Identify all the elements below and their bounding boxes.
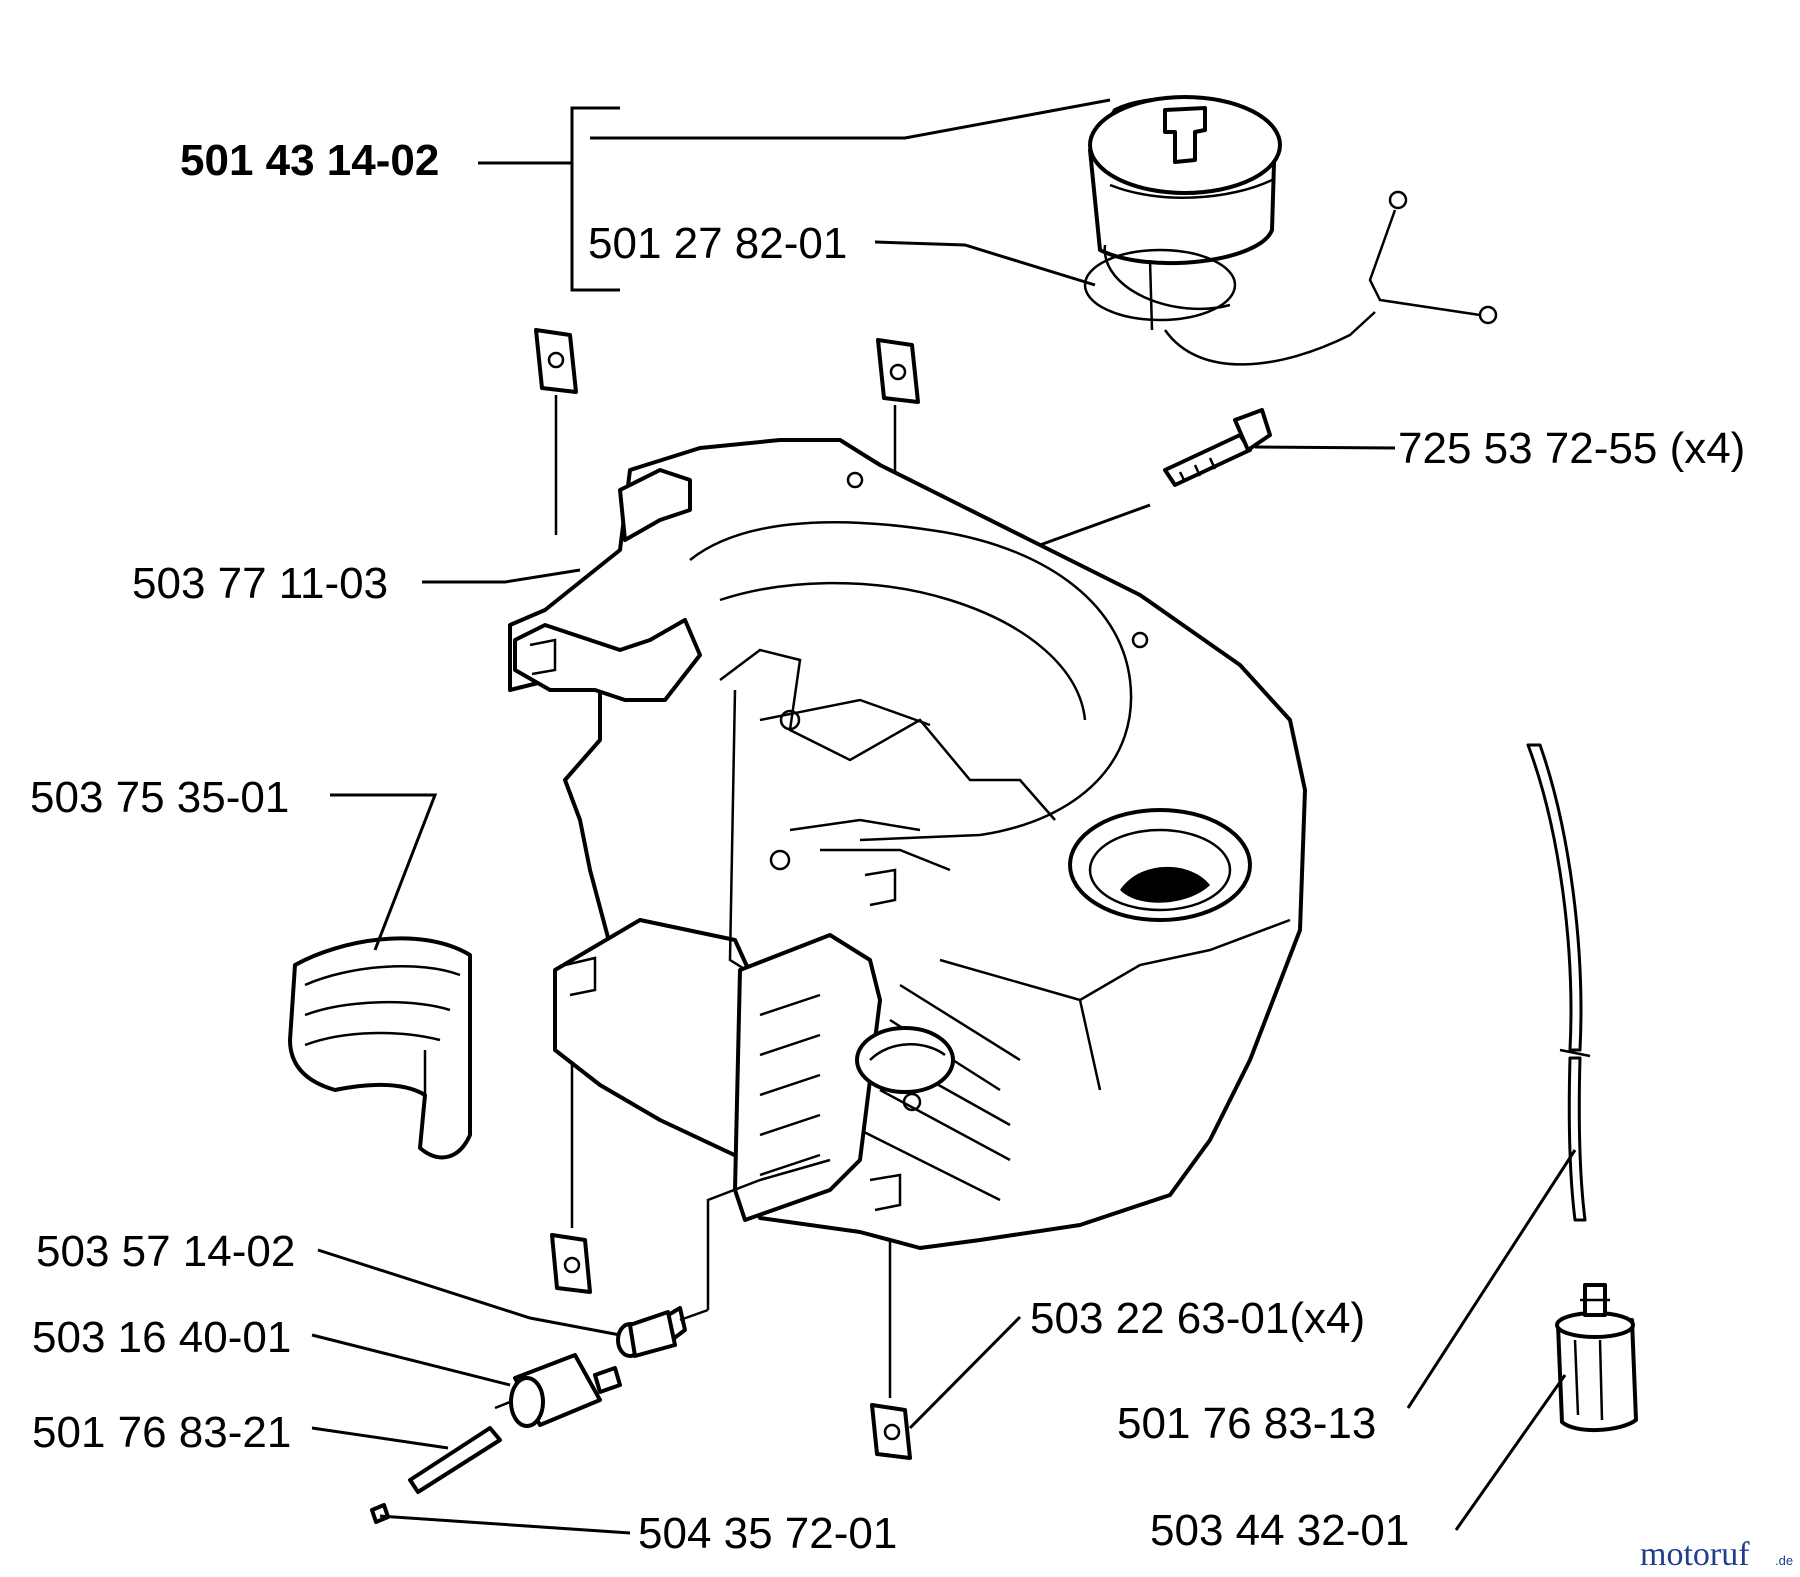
label-cap-seal: 501 27 82-01	[588, 219, 847, 268]
label-fuel-hose: 501 76 83-13	[1117, 1399, 1376, 1448]
nipple-part	[616, 1306, 687, 1358]
leader-lines	[311, 98, 1577, 1535]
damper-clip-top-center	[876, 338, 920, 404]
label-nipple: 503 57 14-02	[36, 1227, 295, 1276]
hose-short-part	[408, 1426, 502, 1494]
watermark-brand: motoruf	[1640, 1536, 1750, 1573]
label-cap-assembly: 501 43 14-02	[180, 136, 439, 185]
guide-line	[679, 1308, 709, 1322]
damper-clip-bottom-center	[870, 1403, 912, 1460]
watermark-suffix: .de	[1775, 1553, 1793, 1568]
motoruf-watermark: motoruf .de	[1640, 1536, 1793, 1573]
filter-cartridge	[1555, 1283, 1638, 1432]
label-tank-housing: 503 77 11-03	[132, 559, 388, 608]
plug-part	[370, 1503, 390, 1524]
label-plug: 504 35 72-01	[638, 1509, 897, 1558]
label-cover-piece: 503 75 35-01	[30, 773, 289, 822]
cover-piece	[288, 936, 472, 1160]
label-hose-short: 501 76 83-21	[32, 1408, 291, 1457]
cap-retainer-strap	[1163, 190, 1498, 366]
fuel-hose	[1526, 743, 1591, 1222]
damper-clip-bottom-left	[550, 1233, 592, 1294]
fuel-filler-opening	[1120, 866, 1210, 903]
tank-housing	[508, 438, 1307, 1250]
fuel-filter-part	[494, 1353, 622, 1428]
screw	[1163, 408, 1272, 487]
label-fuel-filter: 503 16 40-01	[32, 1313, 291, 1362]
label-damper: 503 22 63-01(x4)	[1030, 1294, 1365, 1343]
label-filter-cartridge: 503 44 32-01	[1150, 1506, 1409, 1555]
damper-clip-top-left	[534, 328, 578, 394]
fuel-cap	[1083, 95, 1282, 331]
label-screw: 725 53 72-55 (x4)	[1398, 424, 1745, 473]
guide-line	[706, 1158, 831, 1310]
